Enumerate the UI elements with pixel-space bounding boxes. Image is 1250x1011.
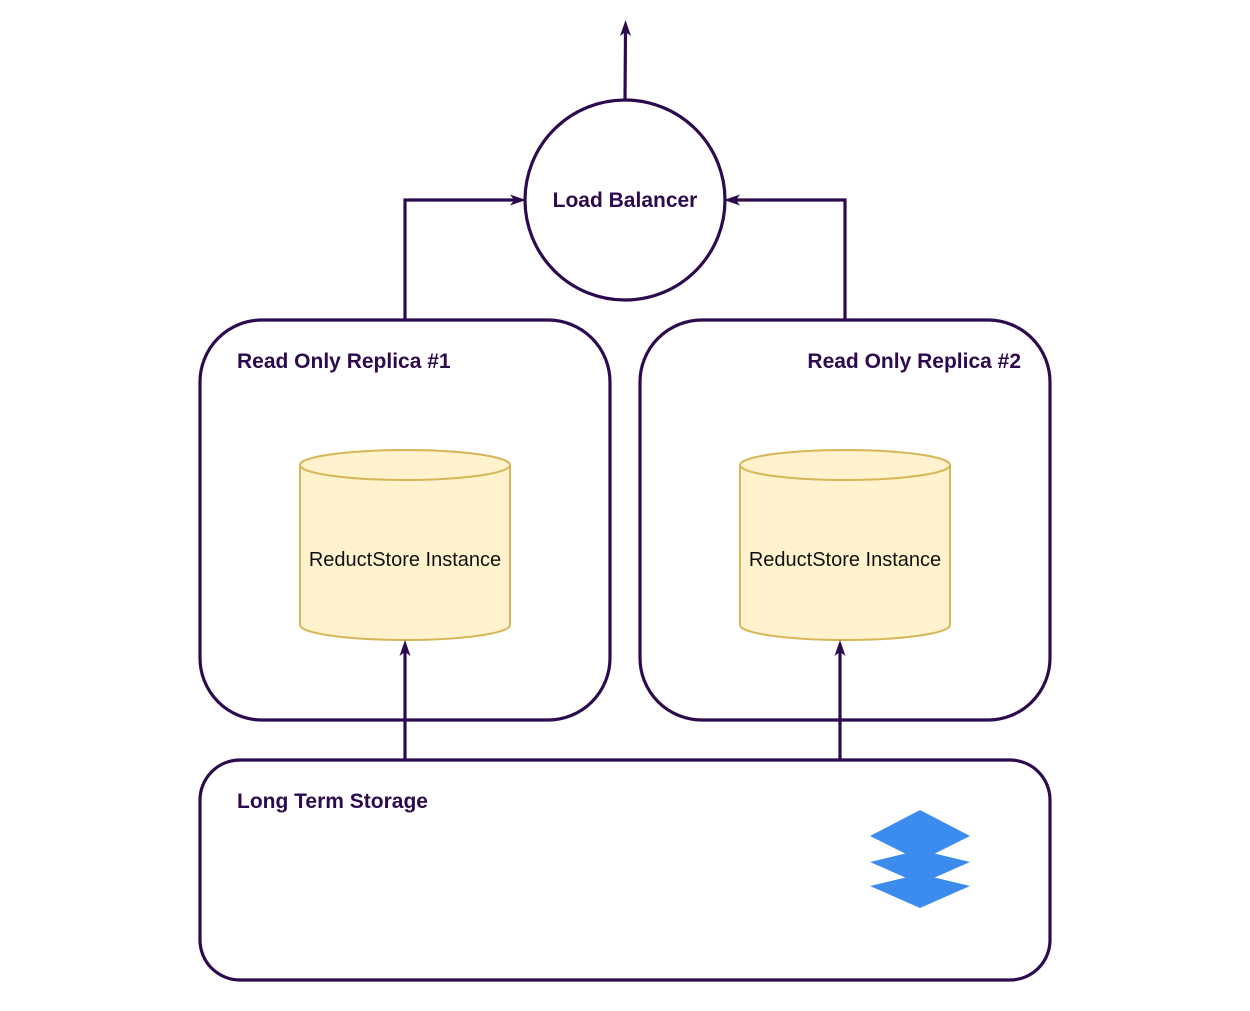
connector-storage-to-replica-1 bbox=[399, 640, 411, 760]
replica-2-instance-label: ReductStore Instance bbox=[749, 549, 941, 571]
connector-storage-to-replica-2 bbox=[834, 640, 846, 760]
replica-2-database-cylinder: ReductStore Instance bbox=[739, 449, 951, 641]
load-balancer: Load Balancer bbox=[523, 98, 727, 302]
replica-2-title: Read Only Replica #2 bbox=[807, 350, 1021, 373]
outgoing-arrow bbox=[620, 20, 631, 101]
replica-2-container: Read Only Replica #2 ReductStore Instanc… bbox=[638, 318, 1052, 722]
load-balancer-label: Load Balancer bbox=[553, 189, 698, 212]
replica-1-title: Read Only Replica #1 bbox=[237, 350, 451, 373]
replica-1-instance-label: ReductStore Instance bbox=[309, 549, 501, 571]
connector-replica-2-to-load-balancer bbox=[724, 194, 847, 320]
replica-1-container: Read Only Replica #1 ReductStore Instanc… bbox=[198, 318, 612, 722]
long-term-storage-title: Long Term Storage bbox=[237, 790, 428, 813]
connector-replica-1-to-load-balancer bbox=[403, 194, 526, 320]
long-term-storage-container: Long Term Storage bbox=[198, 758, 1052, 982]
stacked-layers-icon bbox=[870, 810, 970, 908]
replica-1-database-cylinder: ReductStore Instance bbox=[299, 449, 511, 641]
